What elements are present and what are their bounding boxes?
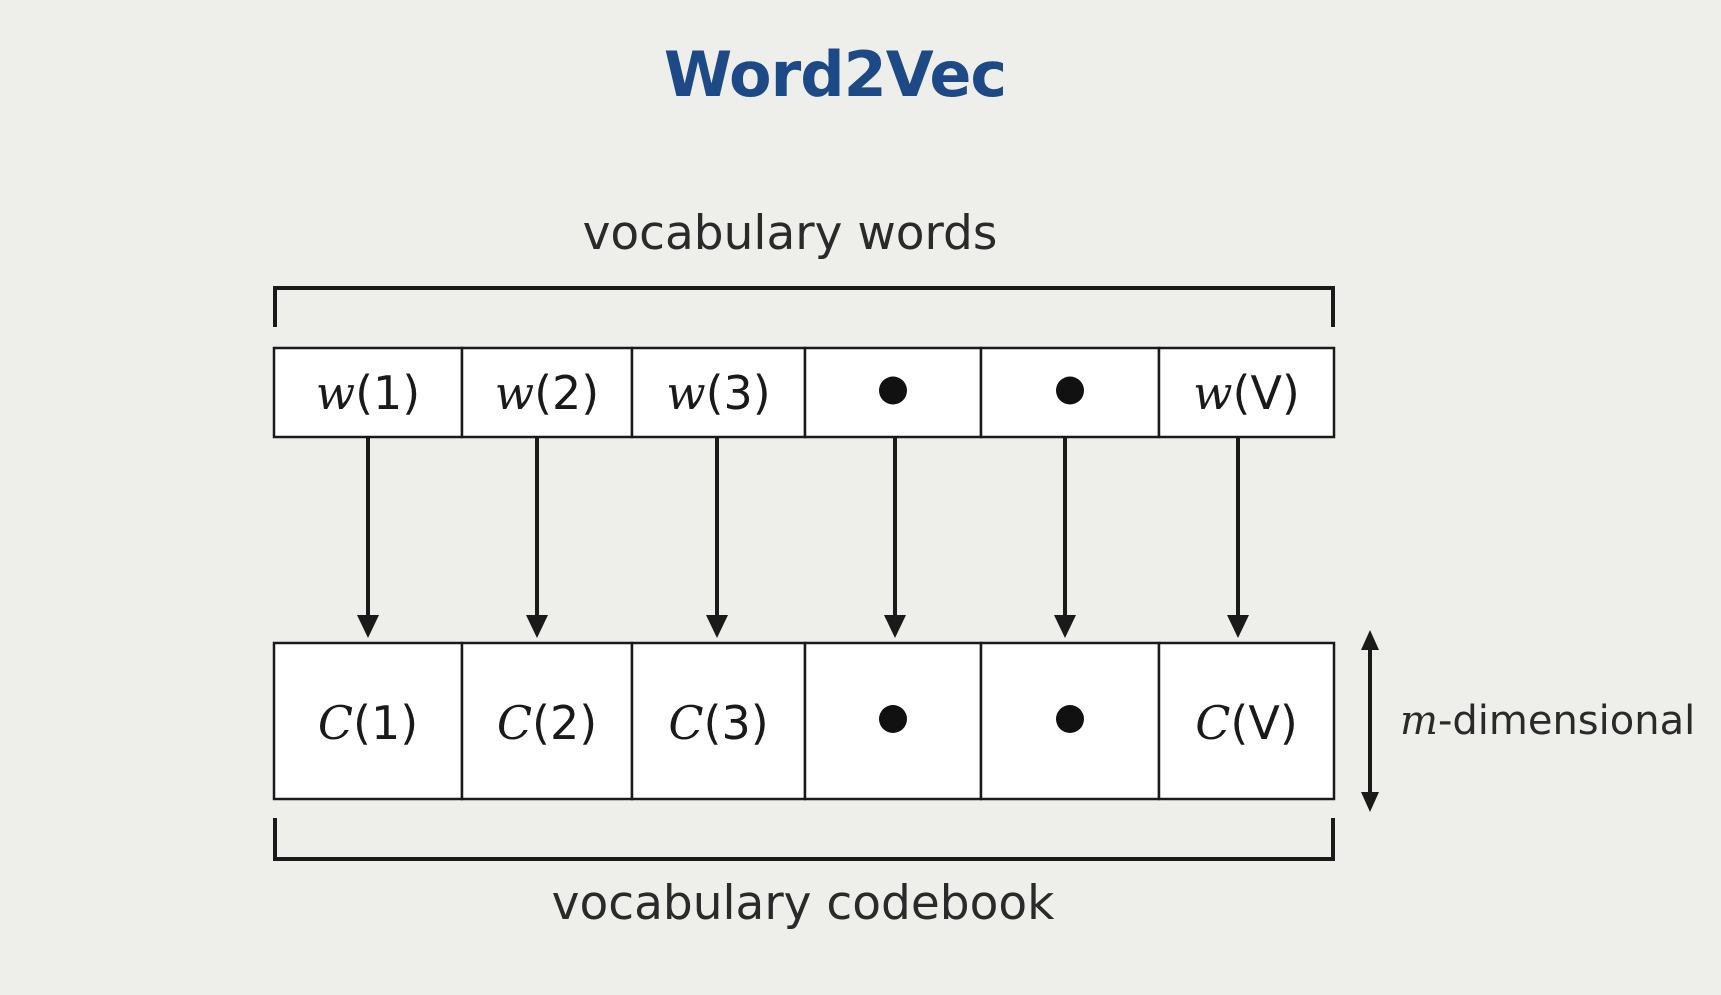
symbol: C bbox=[497, 696, 532, 750]
dimension-arrow bbox=[1361, 630, 1379, 812]
mapping-arrows bbox=[357, 437, 1249, 638]
m-dimensional-label: m-dimensional bbox=[1400, 698, 1695, 744]
symbol: w bbox=[666, 366, 705, 420]
symbol: w bbox=[495, 366, 534, 420]
symbol: C bbox=[1195, 696, 1230, 750]
ellipsis-dot bbox=[879, 705, 907, 733]
index: (2) bbox=[532, 696, 597, 750]
top-bracket bbox=[273, 286, 1335, 327]
vocabulary-words-label: vocabulary words bbox=[582, 206, 998, 261]
word-cell-box bbox=[460, 346, 634, 439]
bottom-bracket bbox=[273, 818, 1335, 861]
codebook-cell-3: C(3) bbox=[630, 641, 807, 801]
symbol: w bbox=[316, 366, 355, 420]
codebook-cell-1: C(1) bbox=[272, 641, 464, 801]
word-label: w(2) bbox=[495, 366, 600, 420]
index: (3) bbox=[706, 366, 771, 420]
codebook-cell-box bbox=[272, 641, 464, 801]
codebook-cell-box bbox=[979, 641, 1161, 801]
symbol: w bbox=[1193, 366, 1232, 420]
word-cell-3: w(3) bbox=[630, 346, 807, 439]
codebook-row: C(1)C(2)C(3)C(V) bbox=[272, 641, 1336, 801]
word-cell-4 bbox=[803, 346, 983, 439]
symbol: C bbox=[318, 696, 353, 750]
symbol: C bbox=[668, 696, 703, 750]
index: (1) bbox=[355, 366, 420, 420]
codebook-label: C(3) bbox=[668, 696, 768, 750]
codebook-cell-5 bbox=[979, 641, 1161, 801]
codebook-label: C(V) bbox=[1195, 696, 1298, 750]
m-variable: m bbox=[1400, 698, 1438, 744]
vocabulary-codebook-label: vocabulary codebook bbox=[551, 876, 1055, 931]
mapping-arrow-2 bbox=[526, 437, 548, 638]
mapping-arrow-4 bbox=[884, 437, 906, 638]
word-cell-6: w(V) bbox=[1157, 346, 1336, 439]
word-cell-box bbox=[1157, 346, 1336, 439]
word-label: w(1) bbox=[316, 366, 421, 420]
word-label: w(V) bbox=[1193, 366, 1300, 420]
index: (2) bbox=[534, 366, 599, 420]
word-label: w(3) bbox=[666, 366, 771, 420]
word-cell-2: w(2) bbox=[460, 346, 634, 439]
index: (V) bbox=[1233, 366, 1300, 420]
codebook-cell-box bbox=[630, 641, 807, 801]
mapping-arrow-5 bbox=[1054, 437, 1076, 638]
mapping-arrow-6 bbox=[1227, 437, 1249, 638]
codebook-cell-2: C(2) bbox=[460, 641, 634, 801]
ellipsis-dot bbox=[1056, 705, 1084, 733]
codebook-cell-6: C(V) bbox=[1157, 641, 1336, 801]
codebook-label: C(1) bbox=[318, 696, 418, 750]
index: (V) bbox=[1230, 696, 1297, 750]
codebook-label: C(2) bbox=[497, 696, 597, 750]
vocabulary-words-row: w(1)w(2)w(3)w(V) bbox=[272, 346, 1336, 439]
word-cell-1: w(1) bbox=[272, 346, 464, 439]
ellipsis-dot bbox=[1056, 376, 1084, 405]
index: (3) bbox=[704, 696, 769, 750]
codebook-cell-4 bbox=[803, 641, 983, 801]
word-cell-box bbox=[630, 346, 807, 439]
page-title: Word2Vec bbox=[663, 38, 1007, 111]
index: (1) bbox=[353, 696, 418, 750]
mapping-arrow-3 bbox=[706, 437, 728, 638]
ellipsis-dot bbox=[879, 376, 907, 405]
mapping-arrow-1 bbox=[357, 437, 379, 638]
dimensional-suffix: -dimensional bbox=[1437, 698, 1696, 744]
word-cell-5 bbox=[979, 346, 1161, 439]
codebook-cell-box bbox=[1157, 641, 1336, 801]
